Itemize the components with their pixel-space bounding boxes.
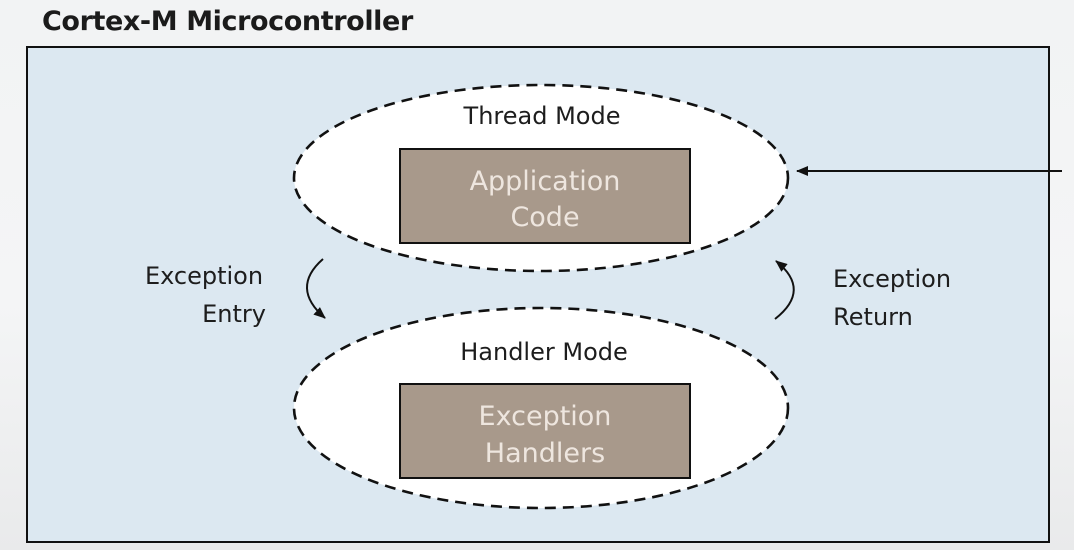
exception-handlers-label-line2: Handlers (485, 438, 605, 469)
application-code-box (399, 148, 691, 244)
exception-entry-label-line2: Entry (202, 300, 266, 328)
exception-return-label-line1: Exception (833, 265, 951, 293)
diagram-title: Cortex-M Microcontroller (42, 6, 413, 37)
application-code-label-line1: Application (470, 166, 621, 197)
handler-mode-label: Handler Mode (460, 338, 628, 366)
exception-entry-label-line1: Exception (145, 262, 263, 290)
exception-entry-arrow (306, 258, 326, 319)
exception-return-label-line2: Return (833, 303, 913, 331)
exception-handlers-box (399, 383, 691, 479)
application-code-label-line2: Code (510, 202, 579, 233)
exception-handlers-label-line1: Exception (479, 401, 612, 432)
thread-mode-label: Thread Mode (463, 102, 621, 130)
exception-return-arrow (774, 260, 795, 320)
